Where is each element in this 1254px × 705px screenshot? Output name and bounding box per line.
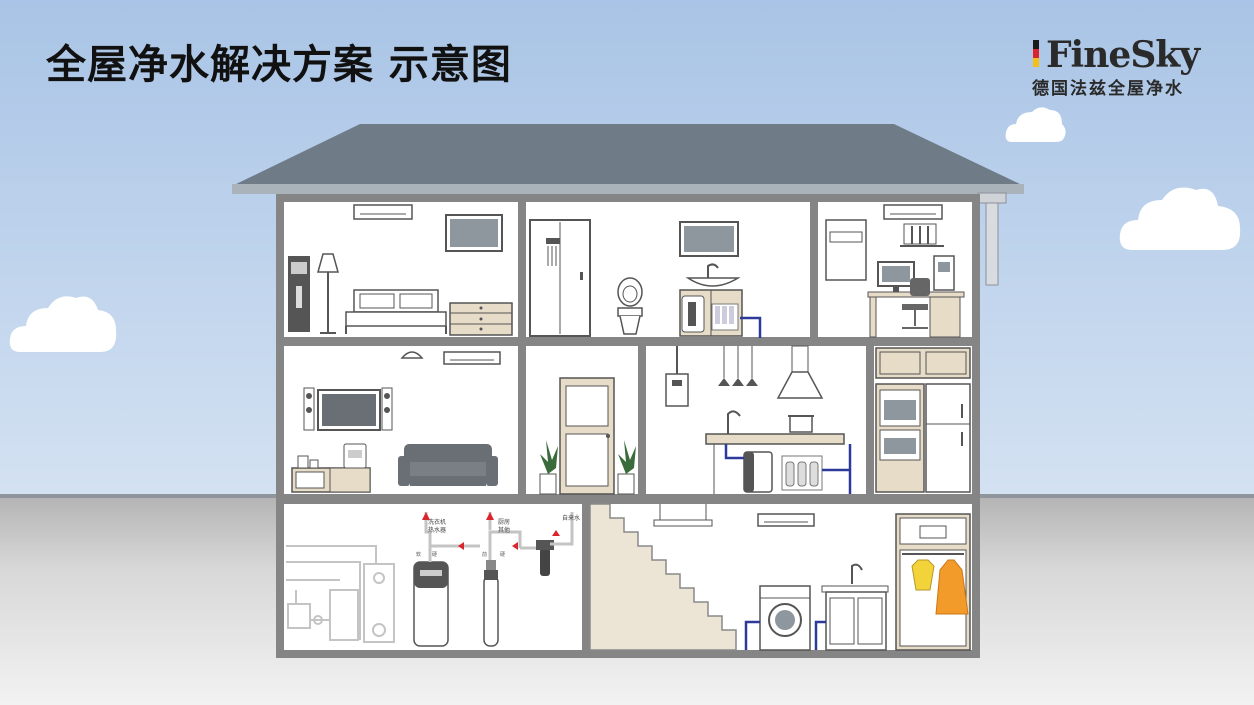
air-conditioner-icon [353, 204, 413, 220]
filter-tank-icon [483, 560, 499, 647]
water-pipe [740, 316, 762, 338]
living-room [291, 351, 501, 493]
computer-icon [877, 261, 915, 292]
cloud-icon [9, 296, 117, 352]
sink-icon [685, 263, 741, 287]
bookshelf-icon [900, 223, 944, 247]
flag-icon [1033, 40, 1039, 67]
television-icon [317, 389, 381, 431]
study-room [825, 204, 965, 338]
toilet-icon [617, 277, 643, 335]
downpipe [977, 192, 1007, 286]
countertop [705, 433, 845, 494]
water-pipe [744, 620, 826, 650]
bathroom [529, 219, 762, 338]
label-other: 其他 [498, 526, 510, 534]
clothes-icon [911, 559, 969, 615]
sofa-icon [398, 444, 498, 486]
tag-hard-2: 硬 [500, 552, 505, 558]
cloud-icon [1119, 187, 1241, 250]
ceiling-lamp-icon [400, 351, 424, 359]
ceiling-light-icon [653, 504, 713, 527]
plant-icon [539, 440, 558, 495]
label-washer: 洗衣机 [428, 518, 446, 526]
water-purifier-icon [343, 443, 367, 469]
range-hood-icon [776, 345, 824, 399]
wall-painting [445, 214, 503, 252]
label-heater: 热水器 [428, 526, 446, 534]
washing-machine-icon [759, 585, 811, 651]
water-dispenser-icon [288, 256, 310, 332]
cooking-pot-icon [788, 415, 814, 433]
office-chair-icon [902, 278, 930, 329]
dresser-icon [449, 302, 513, 336]
cloud-icon [1005, 107, 1066, 142]
laundry-sink-icon [821, 563, 889, 651]
oven-icon [875, 383, 925, 493]
label-kitchen: 厨房 [498, 518, 510, 526]
tag-soft: 软 [416, 551, 421, 558]
bedroom [288, 204, 513, 336]
door-icon [559, 377, 615, 495]
mirror [679, 221, 739, 257]
flow-arrows [422, 512, 560, 550]
speaker-icon [381, 387, 393, 431]
shower-icon [529, 219, 591, 337]
prefilter-icon [536, 540, 554, 576]
brand-logo: FineSky 德国法兹全屋净水 [1028, 32, 1228, 104]
equipment-room: 洗衣机 热水器 厨房 其他 自来水 软 硬 前 硬 [286, 512, 580, 647]
tag-hard: 硬 [432, 552, 437, 558]
side-table [329, 467, 371, 493]
stairs-icon [589, 503, 737, 651]
plant-icon [617, 440, 636, 495]
bed-icon [345, 289, 447, 334]
page-title: 全屋净水解决方案 示意图 [46, 42, 512, 88]
water-pipe [724, 444, 852, 494]
roof [232, 124, 1024, 194]
air-conditioner-icon [883, 204, 943, 220]
wall-cabinet [825, 219, 867, 281]
upper-cabinet [875, 347, 971, 379]
brand-name: FineSky [1046, 34, 1200, 76]
pendant-lights-icon [718, 346, 758, 386]
hallway [539, 377, 636, 495]
water-lines [424, 512, 574, 562]
water-dispenser-icon [933, 255, 955, 291]
kitchen [665, 345, 971, 494]
laundry-room [589, 503, 971, 651]
speaker-icon [303, 387, 315, 431]
water-purifier-icon [681, 295, 739, 333]
water-softener-icon [413, 561, 449, 647]
refrigerator-icon [925, 383, 971, 493]
boiler-piping [286, 545, 395, 643]
air-conditioner-icon [443, 351, 501, 365]
brand-tagline: 德国法兹全屋净水 [1032, 79, 1184, 99]
water-heater-icon [665, 346, 689, 407]
air-conditioner-icon [757, 513, 815, 527]
label-tap-water: 自来水 [562, 514, 580, 522]
kitchen-faucet-icon [727, 410, 741, 434]
tag-pre: 前 [482, 551, 487, 558]
water-purifier-icon [743, 451, 823, 493]
floor-lamp-icon [317, 253, 339, 334]
